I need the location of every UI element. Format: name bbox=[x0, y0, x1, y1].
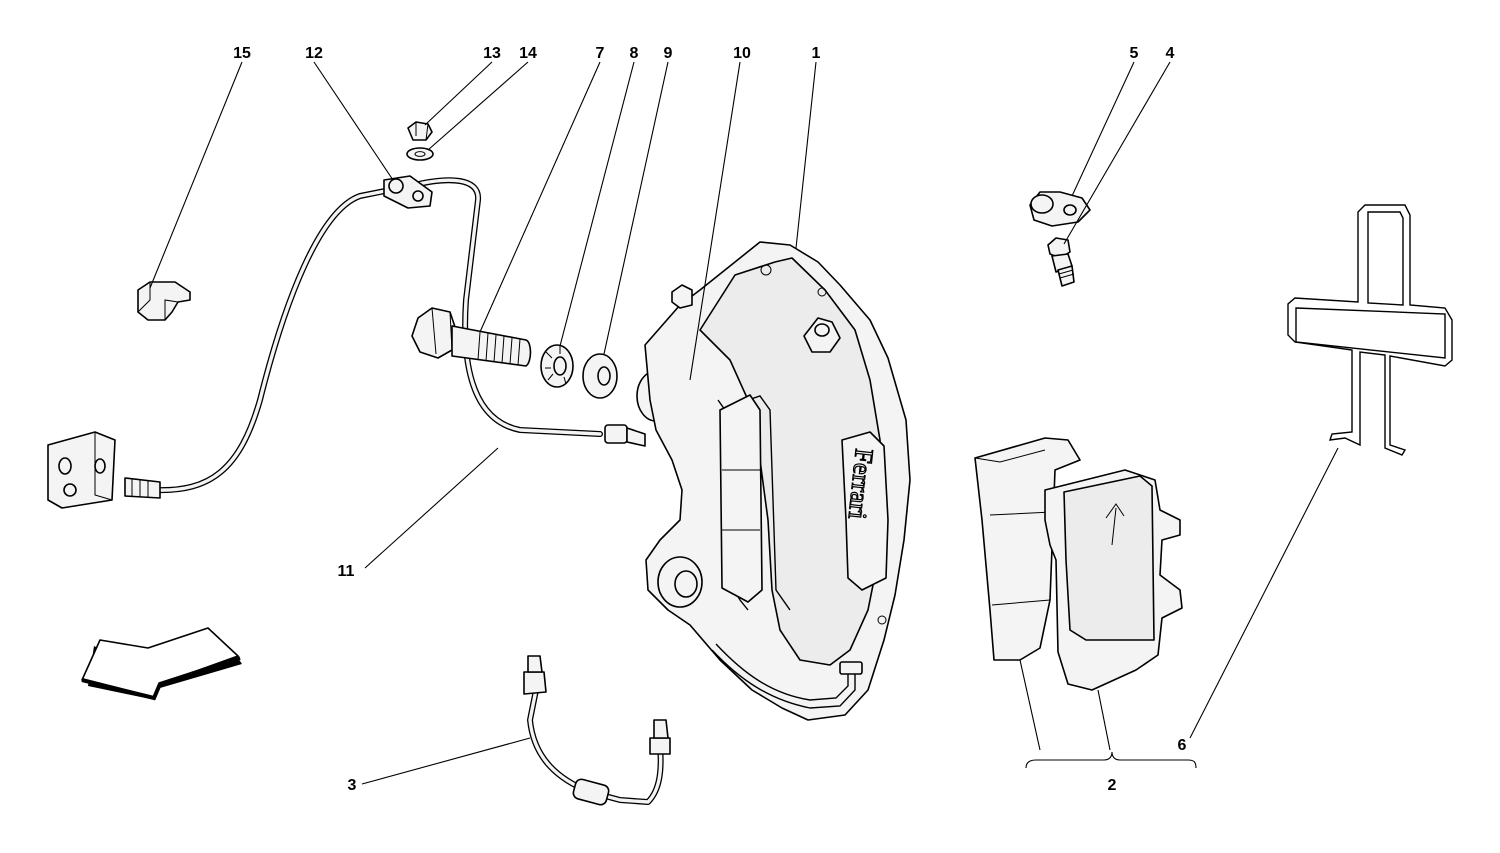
part-11-brake-hose[interactable] bbox=[124, 177, 646, 499]
callout-4: 4 bbox=[1166, 45, 1175, 62]
callout-13: 13 bbox=[483, 45, 501, 62]
callout-5: 5 bbox=[1130, 45, 1139, 62]
callout-15: 15 bbox=[233, 45, 251, 62]
callout-labels: 15 12 13 14 7 8 9 10 1 5 4 11 3 2 6 bbox=[233, 45, 1186, 794]
callout-14: 14 bbox=[519, 45, 537, 62]
part-5-bleed-cap[interactable] bbox=[1029, 191, 1091, 227]
part-14-washer[interactable] bbox=[406, 147, 434, 161]
callout-10: 10 bbox=[733, 45, 751, 62]
part-8-lock-washer[interactable] bbox=[540, 344, 574, 388]
callout-8: 8 bbox=[630, 45, 639, 62]
leader-lines bbox=[149, 61, 1339, 785]
part-12-hose-clamp[interactable] bbox=[383, 175, 433, 209]
part-4-bleed-screw[interactable] bbox=[1047, 237, 1075, 287]
part-13-nut[interactable] bbox=[407, 121, 433, 141]
callout-3: 3 bbox=[348, 777, 357, 794]
part-6-pad-spring[interactable] bbox=[1287, 204, 1453, 456]
callout-1: 1 bbox=[812, 45, 821, 62]
part-3-brake-pipe[interactable] bbox=[523, 655, 671, 806]
part-1-brake-caliper[interactable]: Ferrari bbox=[644, 241, 911, 721]
callout-11: 11 bbox=[338, 563, 355, 580]
caliper-brand-text: Ferrari bbox=[843, 447, 879, 520]
callout-9: 9 bbox=[664, 45, 673, 62]
hose-bracket[interactable] bbox=[47, 431, 116, 509]
part-2-brake-pad-front[interactable] bbox=[1044, 469, 1183, 691]
callout-12: 12 bbox=[305, 45, 323, 62]
callout-7: 7 bbox=[596, 45, 605, 62]
part-9-washer[interactable] bbox=[582, 353, 618, 399]
callout-2: 2 bbox=[1108, 777, 1117, 794]
callout-6: 6 bbox=[1178, 737, 1187, 754]
part-15-clip[interactable] bbox=[137, 281, 191, 321]
direction-arrow-icon bbox=[81, 627, 242, 701]
part-7-bolt[interactable] bbox=[411, 307, 532, 367]
